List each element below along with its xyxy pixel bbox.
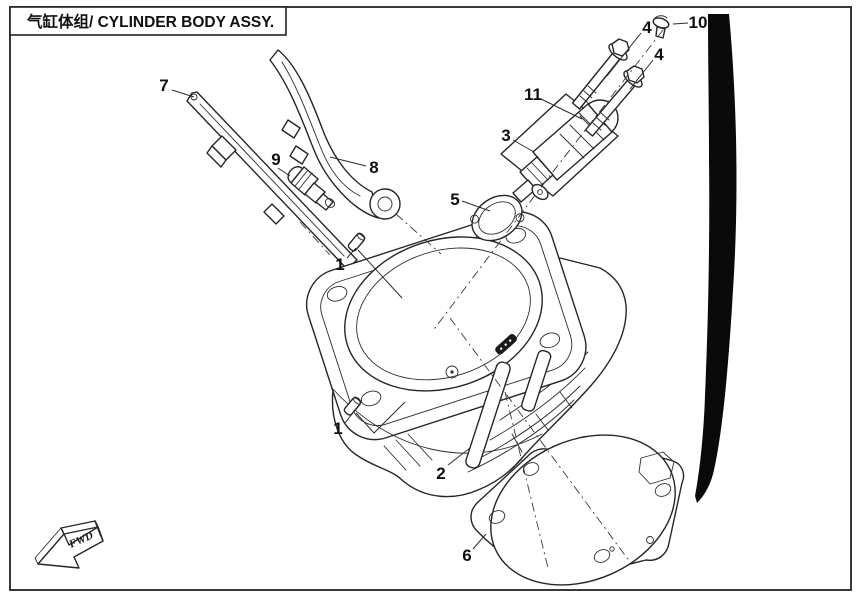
page-title: 气缸体组/ CYLINDER BODY ASSY. <box>26 12 274 31</box>
ink-streak <box>695 14 737 503</box>
part-8-guide <box>269 49 401 220</box>
title-box: 气缸体组/ CYLINDER BODY ASSY. <box>9 6 287 36</box>
casting-mark <box>495 334 517 355</box>
callout-1-upper: 1 <box>335 255 344 274</box>
callout-5: 5 <box>450 190 459 209</box>
part-2-cylinder-body <box>305 211 627 498</box>
callout-3: 3 <box>501 126 510 145</box>
part-1-dowel-pin-lower <box>343 396 362 416</box>
leader-lines <box>171 22 689 550</box>
callout-7: 7 <box>159 76 168 95</box>
callout-8: 8 <box>369 158 378 177</box>
callout-2: 2 <box>436 464 445 483</box>
callout-4-lower: 4 <box>654 45 664 64</box>
callout-6: 6 <box>462 546 471 565</box>
callout-10: 10 <box>689 13 708 32</box>
callout-9: 9 <box>271 150 280 169</box>
part-4-bolt-upper <box>571 38 630 110</box>
part-7-guide <box>186 91 358 270</box>
part-1-dowel-pin-upper <box>347 232 366 252</box>
callout-4-upper: 4 <box>642 18 652 37</box>
callout-11: 11 <box>524 85 542 104</box>
part-10-screw <box>652 15 670 39</box>
callout-1-lower: 1 <box>333 419 342 438</box>
part-9-bolt <box>287 166 336 211</box>
assembly-centerlines <box>299 29 664 569</box>
